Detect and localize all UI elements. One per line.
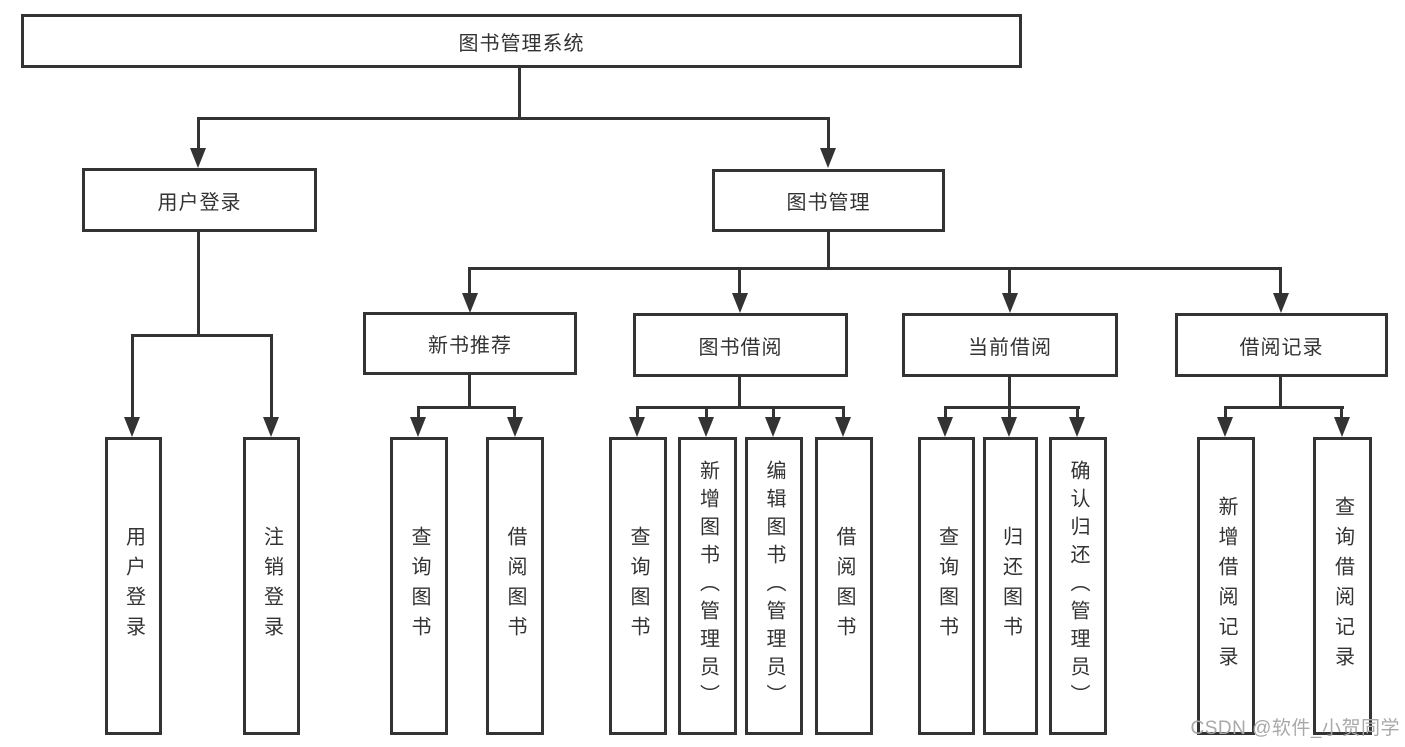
leaf-cb-return-books: 归还图书 bbox=[983, 437, 1038, 735]
edge-current-borrow-splitter bbox=[944, 406, 1080, 409]
node-new-books-label: 新书推荐 bbox=[428, 335, 512, 357]
edge-drop-nb-borrow bbox=[513, 406, 516, 417]
edge-user-login-stem bbox=[197, 232, 200, 337]
arrowhead-user-login-icon bbox=[190, 148, 206, 168]
edge-borrow-records-stem bbox=[1279, 377, 1282, 409]
edge-drop-user-login bbox=[197, 117, 200, 148]
edge-new-books-stem bbox=[468, 375, 471, 409]
edge-drop-book-mgmt bbox=[827, 117, 830, 148]
node-borrow-records: 借阅记录 bbox=[1175, 313, 1388, 377]
leaf-logout-label: 注销登录 bbox=[260, 526, 283, 646]
edge-drop-cb-return bbox=[1008, 406, 1011, 417]
node-root: 图书管理系统 bbox=[21, 14, 1022, 68]
leaf-nb-borrow-books-label: 借阅图书 bbox=[504, 526, 526, 646]
edge-book-mgmt-splitter bbox=[468, 267, 1282, 270]
arrowhead-ul-logout-icon bbox=[263, 417, 279, 437]
arrowhead-br-query-icon bbox=[1334, 417, 1350, 437]
leaf-user-login-label: 用户登录 bbox=[122, 526, 145, 646]
leaf-logout: 注销登录 bbox=[243, 437, 300, 735]
edge-book-borrow-stem bbox=[738, 377, 741, 409]
node-borrow-records-label: 借阅记录 bbox=[1239, 336, 1324, 359]
leaf-bb-borrow-books: 借阅图书 bbox=[815, 437, 873, 735]
arrowhead-current-borrow-icon bbox=[1002, 293, 1018, 313]
edge-drop-bb-query bbox=[636, 406, 639, 417]
leaf-bb-edit-books: 编辑图书（管理员） bbox=[745, 437, 803, 735]
arrowhead-nb-query-icon bbox=[410, 417, 426, 437]
leaf-bb-query-books-label: 查询图书 bbox=[627, 526, 649, 646]
leaf-cb-query-books-label: 查询图书 bbox=[935, 526, 958, 646]
edge-root-splitter bbox=[197, 117, 830, 120]
edge-current-borrow-stem bbox=[1008, 377, 1011, 409]
node-book-borrow-label: 图书借阅 bbox=[698, 336, 783, 359]
edge-drop-ul-logout bbox=[270, 334, 273, 417]
arrowhead-bb-add-icon bbox=[698, 417, 714, 437]
edge-drop-bb-borrow bbox=[842, 406, 845, 417]
leaf-user-login: 用户登录 bbox=[105, 437, 162, 735]
edge-drop-cb-confirm bbox=[1076, 406, 1079, 417]
arrowhead-book-mgmt-icon bbox=[820, 148, 836, 168]
leaf-bb-borrow-books-label: 借阅图书 bbox=[833, 526, 855, 646]
leaf-br-add-record-label: 新增借阅记录 bbox=[1215, 496, 1237, 676]
arrowhead-cb-query-icon bbox=[937, 417, 953, 437]
arrowhead-bb-query-icon bbox=[629, 417, 645, 437]
node-root-label: 图书管理系统 bbox=[458, 32, 585, 55]
node-book-mgmt-label: 图书管理 bbox=[786, 192, 871, 214]
leaf-br-query-record: 查询借阅记录 bbox=[1313, 437, 1372, 735]
leaf-nb-query-books-label: 查询图书 bbox=[408, 526, 430, 646]
edge-drop-current-borrow bbox=[1008, 267, 1011, 293]
edge-book-mgmt-stem bbox=[827, 232, 830, 270]
edge-book-borrow-splitter bbox=[636, 406, 845, 409]
arrowhead-br-add-icon bbox=[1217, 417, 1233, 437]
edge-drop-ul-login bbox=[131, 334, 134, 417]
leaf-cb-return-books-label: 归还图书 bbox=[999, 526, 1022, 646]
arrowhead-borrow-records-icon bbox=[1273, 293, 1289, 313]
leaf-cb-query-books: 查询图书 bbox=[918, 437, 975, 735]
arrowhead-bb-borrow-icon bbox=[835, 417, 851, 437]
node-book-borrow: 图书借阅 bbox=[633, 313, 848, 377]
arrowhead-cb-confirm-icon bbox=[1069, 417, 1085, 437]
node-user-login-label: 用户登录 bbox=[157, 191, 242, 214]
edge-drop-br-query bbox=[1340, 406, 1343, 417]
leaf-bb-add-books-label: 新增图书（管理员） bbox=[696, 460, 719, 712]
leaf-bb-edit-books-label: 编辑图书（管理员） bbox=[763, 460, 785, 712]
node-new-books: 新书推荐 bbox=[363, 312, 577, 375]
edge-drop-br-add bbox=[1224, 406, 1227, 417]
leaf-bb-query-books: 查询图书 bbox=[609, 437, 667, 735]
edge-drop-bb-edit bbox=[772, 406, 775, 417]
leaf-cb-confirm-return-label: 确认归还（管理员） bbox=[1067, 460, 1089, 712]
arrowhead-ul-login-icon bbox=[124, 417, 140, 437]
csdn-watermark: CSDN @软件_小贺同学 bbox=[1190, 718, 1400, 739]
leaf-br-query-record-label: 查询借阅记录 bbox=[1331, 496, 1354, 676]
arrowhead-book-borrow-icon bbox=[732, 293, 748, 313]
edge-new-books-splitter bbox=[417, 406, 516, 409]
arrowhead-cb-return-icon bbox=[1001, 417, 1017, 437]
edge-borrow-records-splitter bbox=[1224, 406, 1344, 409]
leaf-br-add-record: 新增借阅记录 bbox=[1197, 437, 1255, 735]
edge-drop-book-borrow bbox=[738, 267, 741, 293]
arrowhead-new-books-icon bbox=[462, 293, 478, 313]
leaf-nb-query-books: 查询图书 bbox=[390, 437, 448, 735]
edge-drop-bb-add bbox=[705, 406, 708, 417]
edge-drop-new-books bbox=[468, 267, 471, 293]
edge-drop-nb-query bbox=[417, 406, 420, 417]
leaf-bb-add-books: 新增图书（管理员） bbox=[678, 437, 737, 735]
edge-user-login-splitter bbox=[131, 334, 273, 337]
leaf-cb-confirm-return: 确认归还（管理员） bbox=[1049, 437, 1107, 735]
edge-drop-cb-query bbox=[944, 406, 947, 417]
edge-drop-borrow-records bbox=[1279, 267, 1282, 293]
arrowhead-bb-edit-icon bbox=[765, 417, 781, 437]
node-current-borrow: 当前借阅 bbox=[902, 313, 1118, 377]
node-user-login: 用户登录 bbox=[82, 168, 317, 232]
leaf-nb-borrow-books: 借阅图书 bbox=[486, 437, 544, 735]
edge-root-stem bbox=[518, 68, 521, 120]
node-book-mgmt: 图书管理 bbox=[712, 169, 945, 232]
arrowhead-nb-borrow-icon bbox=[507, 417, 523, 437]
node-current-borrow-label: 当前借阅 bbox=[968, 336, 1052, 359]
